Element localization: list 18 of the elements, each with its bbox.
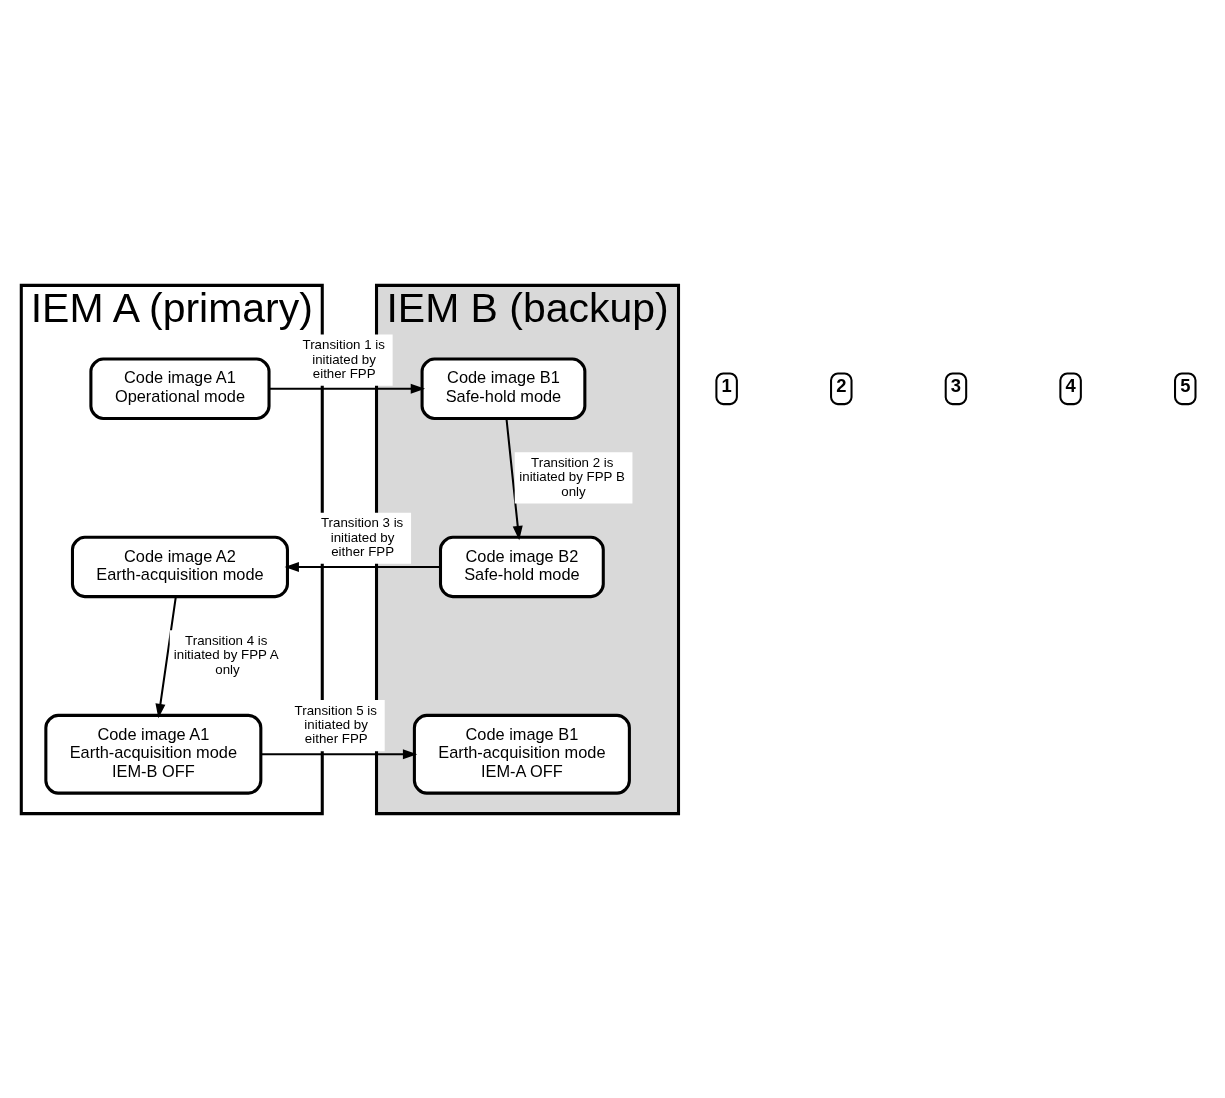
arrow <box>260 748 417 759</box>
arrow <box>284 561 440 572</box>
arrow <box>504 417 523 540</box>
arrow <box>268 383 425 394</box>
edge-label: Transition 2 is initiated by FPP B only <box>518 454 625 499</box>
edge-label: Transition 4 is initiated by FPP A only <box>173 632 279 677</box>
label: 4 <box>1064 374 1076 396</box>
label: 3 <box>950 374 961 396</box>
node-box: Code image A1 Earth-acquisition mode IEM-B OFF <box>43 713 262 795</box>
node-box: Code image A2 Earth-acquisition mode <box>70 535 289 598</box>
arrow <box>154 596 177 718</box>
node-box: Code image B1 Earth-acquisition mode IEM-A OFF <box>412 713 631 795</box>
label: 5 <box>1179 374 1190 396</box>
node-box: Code image B1 Safe-hold mode <box>420 357 586 420</box>
label: 2 <box>835 374 846 396</box>
label: 1 <box>721 374 732 396</box>
node-box: Code image B2 Safe-hold mode <box>438 535 605 598</box>
node-box: Code image A1 Operational mode <box>88 357 271 420</box>
